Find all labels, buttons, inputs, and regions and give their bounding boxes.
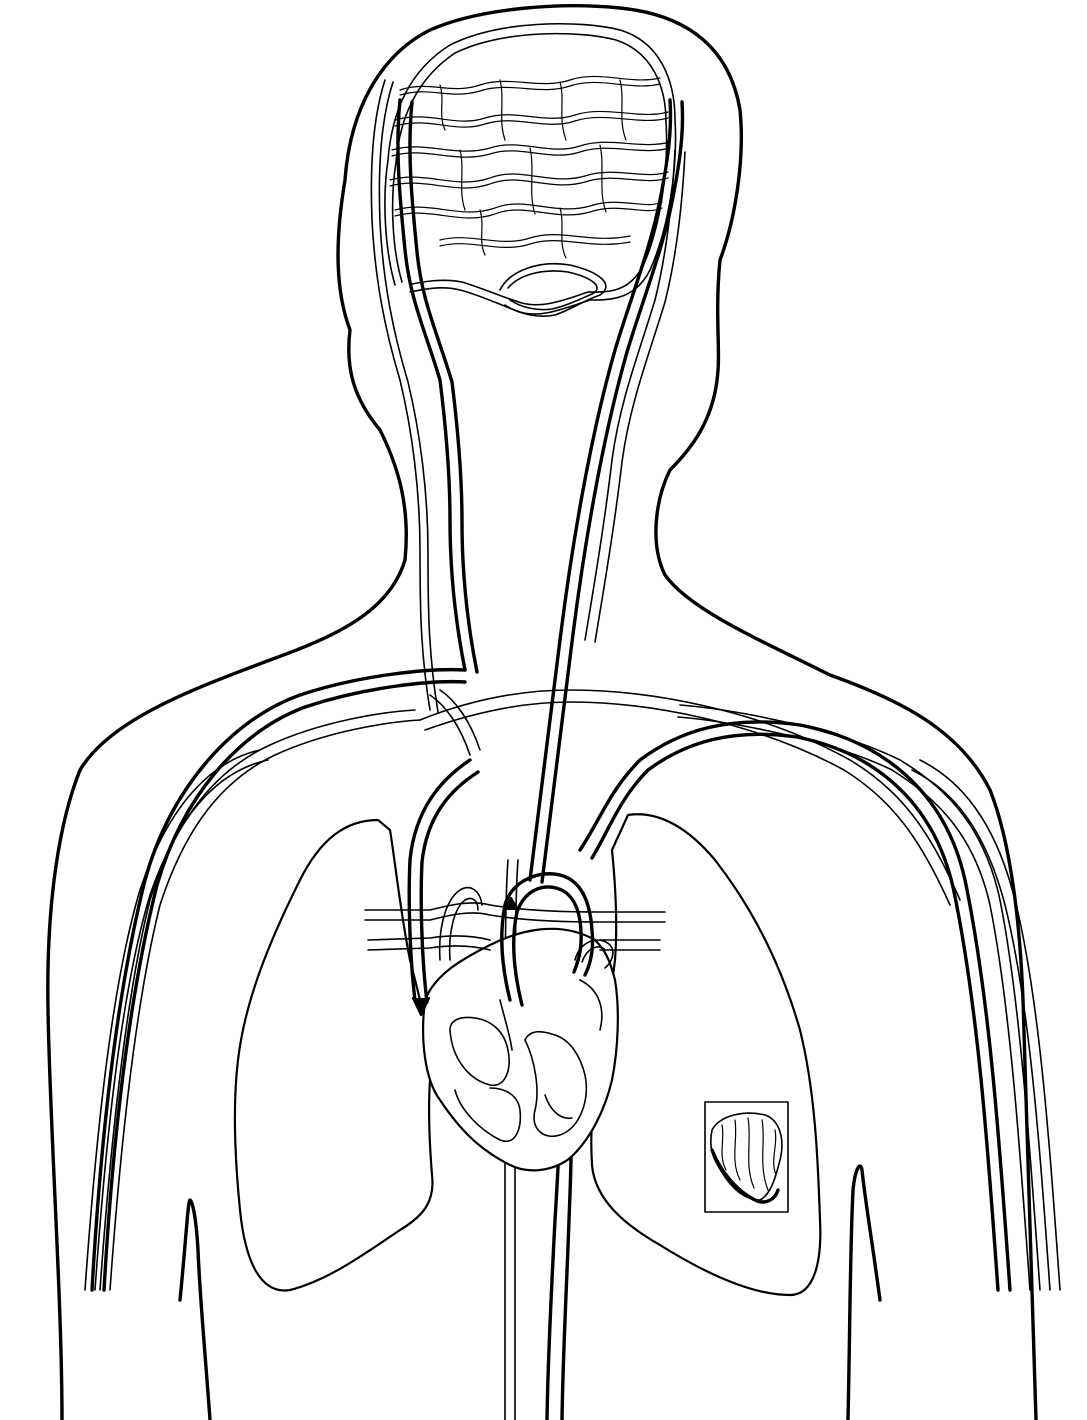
systemic-capillary-inset (705, 1102, 788, 1212)
left-lung (235, 820, 433, 1290)
right-lung (591, 814, 820, 1295)
body-outline (48, 6, 1036, 1420)
brain-capillary-network (385, 24, 676, 316)
heart (365, 760, 665, 1170)
neck-vessels (371, 80, 960, 905)
